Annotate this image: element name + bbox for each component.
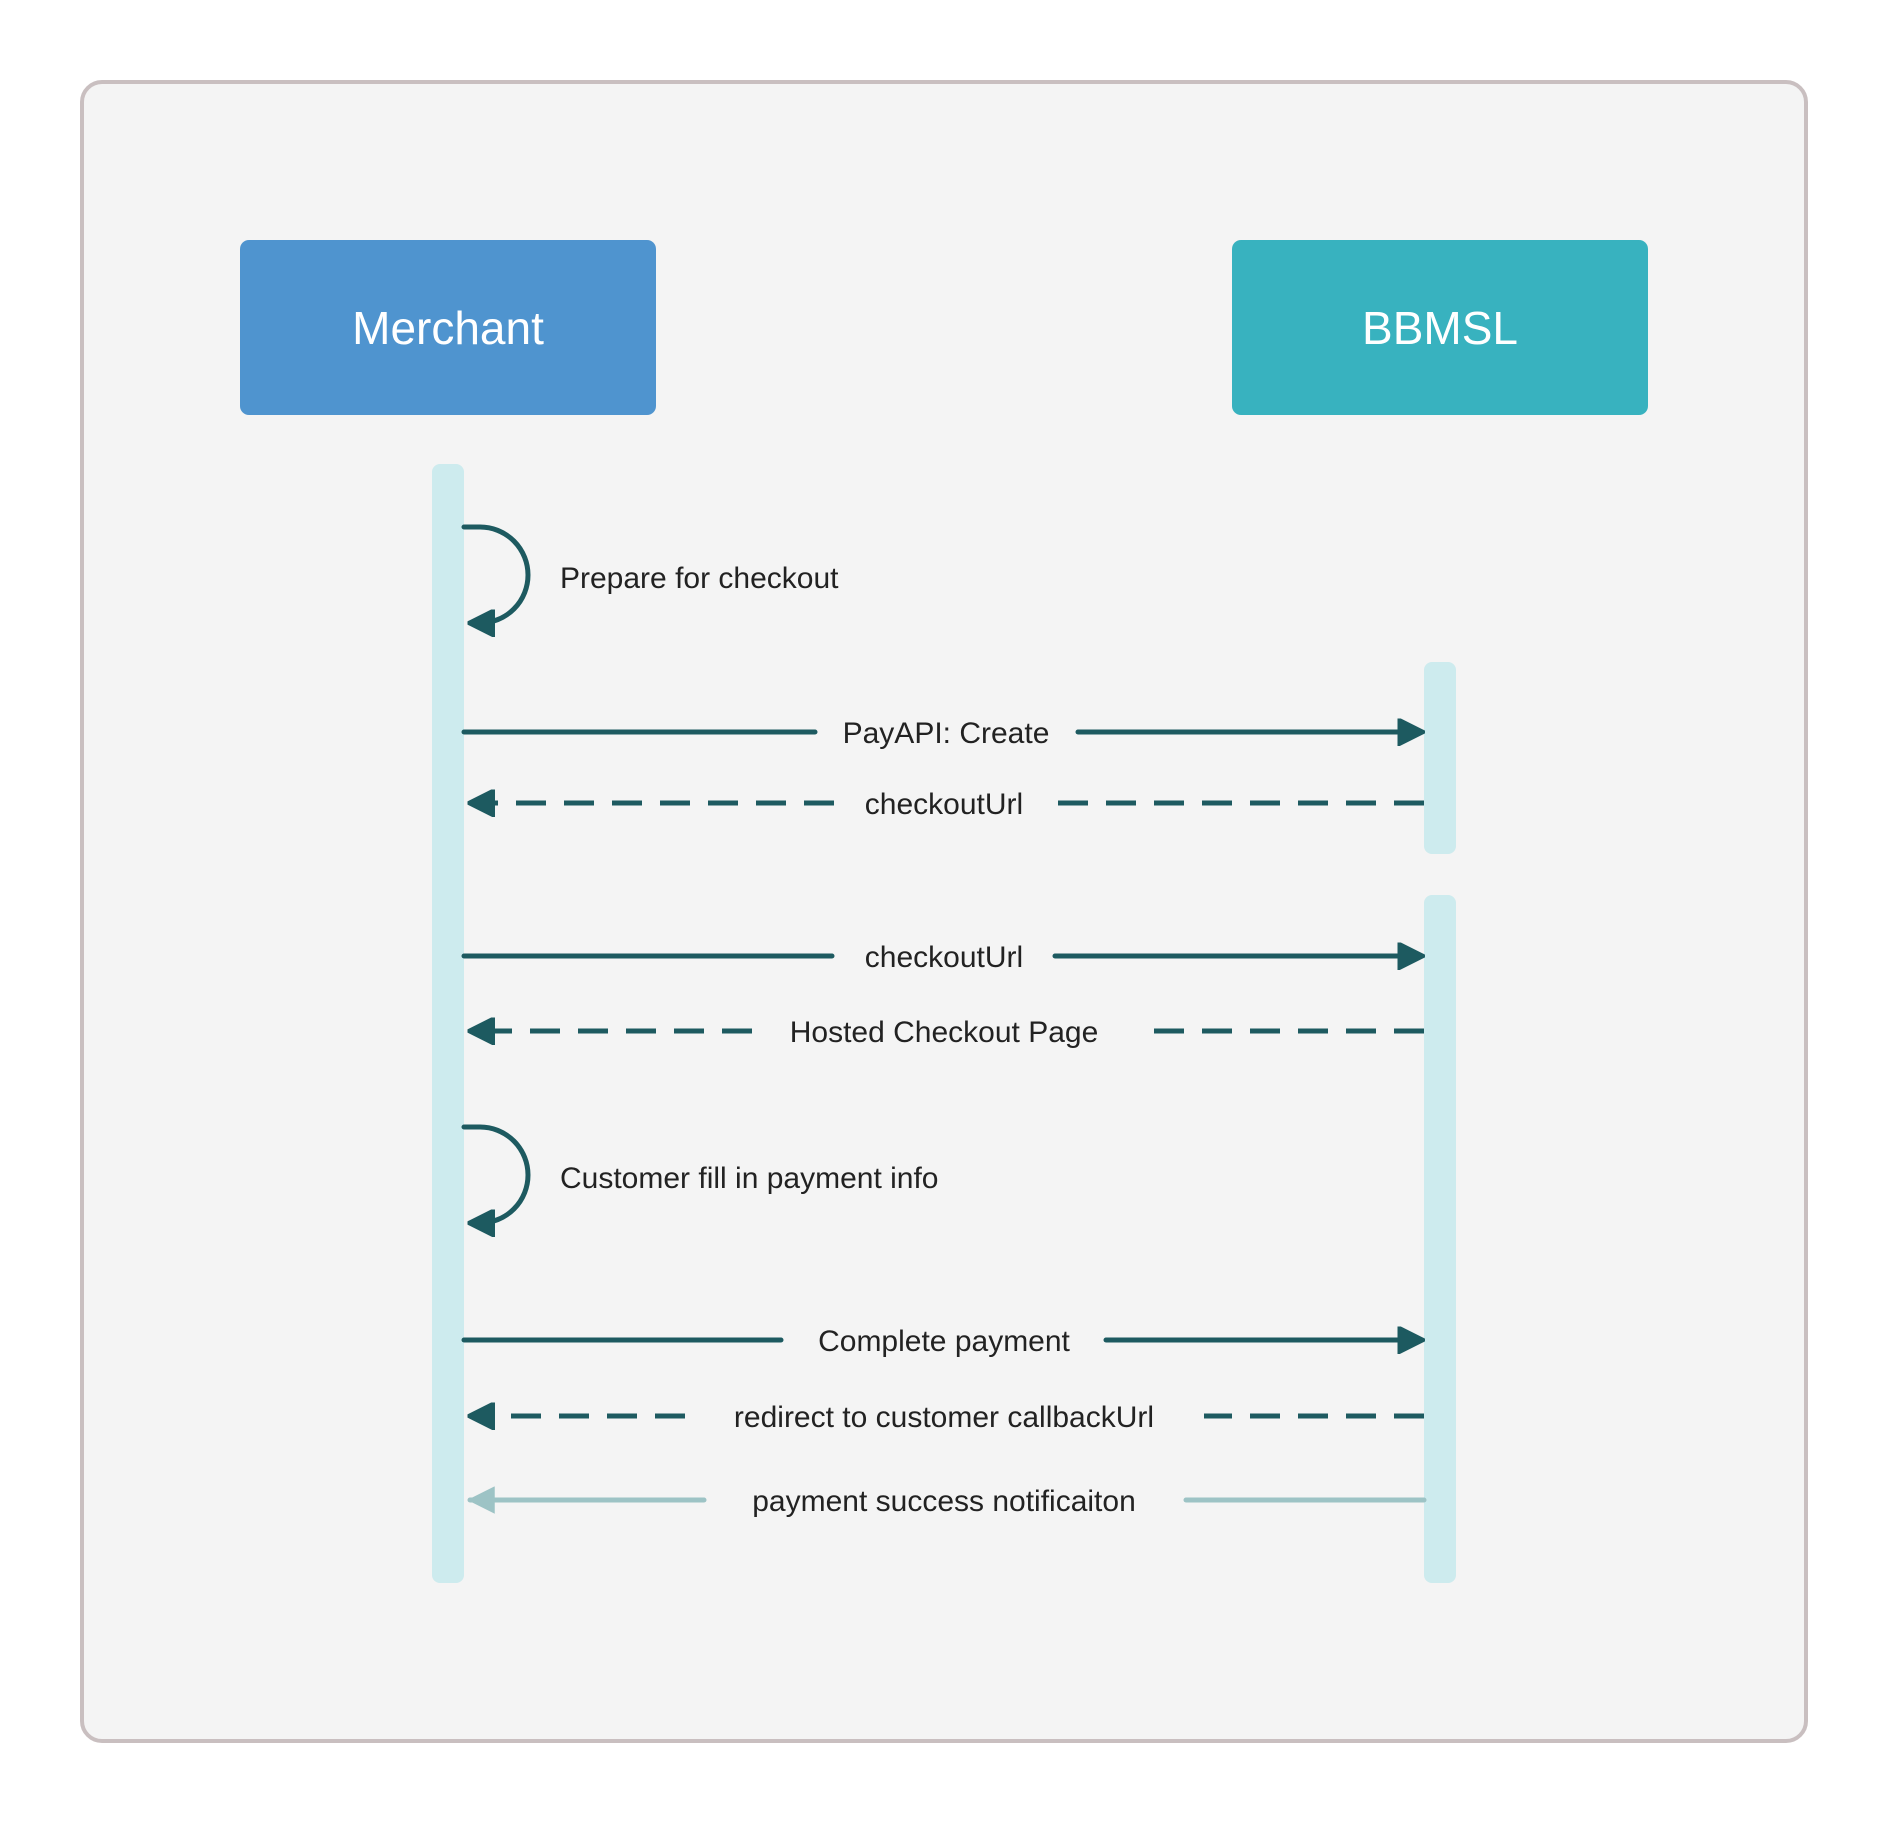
message-label: redirect to customer callbackUrl <box>734 1401 1154 1434</box>
participant-merchant-label: Merchant <box>352 302 544 354</box>
message-label: Prepare for checkout <box>560 562 839 595</box>
message-label: PayAPI: Create <box>843 717 1050 750</box>
message-label: Complete payment <box>818 1325 1070 1358</box>
message-checkouturl-return: checkoutUrl <box>470 788 1424 821</box>
bbmsl-activation-1 <box>1424 662 1456 854</box>
message-label: payment success notificaiton <box>752 1485 1136 1518</box>
participant-bbmsl: BBMSL <box>1232 240 1648 415</box>
diagram-frame <box>80 80 1808 1743</box>
message-redirect-callback: redirect to customer callbackUrl <box>470 1401 1424 1434</box>
participant-bbmsl-label: BBMSL <box>1362 302 1518 354</box>
message-label: Hosted Checkout Page <box>790 1016 1099 1049</box>
message-label: Customer fill in payment info <box>560 1162 939 1195</box>
message-label: checkoutUrl <box>865 941 1023 974</box>
participant-merchant: Merchant <box>240 240 656 415</box>
merchant-activation <box>432 464 464 1583</box>
message-complete-payment: Complete payment <box>461 1325 1422 1358</box>
message-hosted-checkout-page: Hosted Checkout Page <box>470 1016 1424 1049</box>
message-self-prepare: Prepare for checkout <box>461 524 839 623</box>
message-self-customer-fill: Customer fill in payment info <box>461 1124 939 1223</box>
message-payment-success-notification: payment success notificaiton <box>467 1485 1427 1518</box>
message-checkouturl-forward: checkoutUrl <box>461 941 1422 974</box>
bbmsl-activation-2 <box>1424 895 1456 1583</box>
message-label: checkoutUrl <box>865 788 1023 821</box>
message-payapi-create: PayAPI: Create <box>461 717 1422 750</box>
